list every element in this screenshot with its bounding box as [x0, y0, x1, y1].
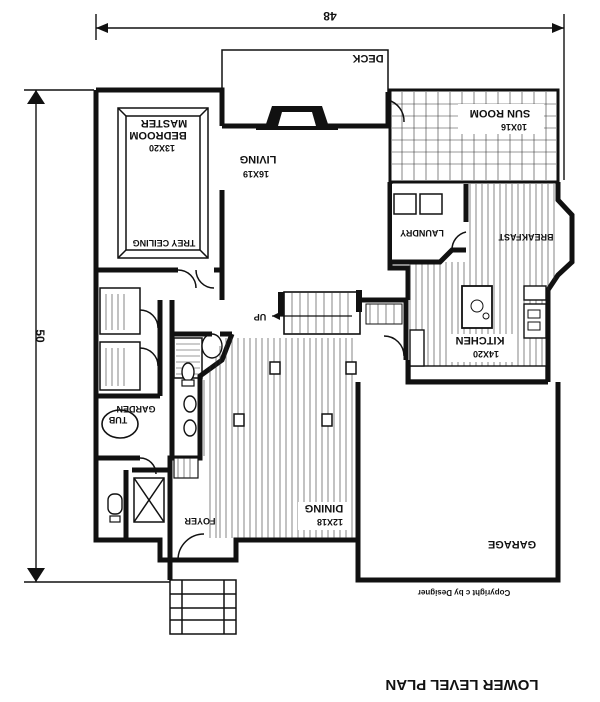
closet-door-2[interactable]: [139, 347, 159, 367]
dining-label: DINING: [305, 502, 344, 514]
bath-door[interactable]: [139, 457, 157, 475]
garage: GARAGE Copyright c by Designer: [364, 388, 552, 597]
exterior-walls: [93, 87, 575, 583]
front-steps: [169, 579, 237, 635]
kitchen-label: KITCHEN: [456, 334, 505, 346]
master-bath: GARDEN TUB: [96, 287, 223, 540]
stair: UP: [254, 290, 362, 335]
kitchen: KITCHEN 14X20: [409, 285, 547, 381]
deck-door[interactable]: [387, 99, 405, 123]
foyer-label: FOYER: [184, 516, 216, 526]
deck-label: DECK: [352, 52, 383, 64]
closet-door-1[interactable]: [139, 309, 159, 329]
master-bedroom-size: 13X20: [149, 143, 175, 153]
hall-partition: [362, 297, 409, 360]
sun-room-size: 10X16: [501, 122, 527, 132]
kitchen-hall-door[interactable]: [383, 335, 405, 357]
living-label: LIVING: [240, 153, 277, 165]
master-bedroom-label-2: BEDROOM: [129, 129, 186, 141]
copyright-text: Copyright c by Designer: [418, 588, 510, 597]
laundry-label: LAUNDRY: [400, 228, 444, 238]
sun-room-label: SUN ROOM: [470, 107, 531, 119]
depth-dimension: 50: [24, 89, 170, 583]
width-dimension: 48: [95, 9, 565, 180]
master-bedroom-label-1: MASTER: [141, 117, 188, 129]
living-size: 16X19: [243, 169, 269, 179]
garage-label: GARAGE: [488, 538, 536, 550]
stair-up-label: UP: [254, 312, 267, 322]
master-bedroom: MASTER BEDROOM 13X20 TREY CEILING: [96, 107, 225, 300]
garden-tub-label-1: GARDEN: [116, 404, 155, 414]
breakfast-label: BREAKFAST: [498, 232, 554, 242]
laundry-door[interactable]: [451, 231, 467, 251]
plan-title: LOWER LEVEL PLAN: [385, 676, 538, 693]
kitchen-size: 14X20: [473, 349, 499, 359]
foyer: FOYER: [169, 457, 237, 635]
trey-ceiling-label: TREY CEILING: [133, 238, 196, 248]
laundry-room: LAUNDRY: [392, 184, 469, 265]
dining-size: 12X18: [317, 517, 343, 527]
living-room: LIVING 16X19: [240, 99, 405, 179]
sun-room: SUN ROOM 10X16: [388, 88, 560, 184]
dining-room: DINING 12X18: [203, 331, 357, 538]
front-door[interactable]: [177, 533, 205, 561]
fireplace: [256, 106, 338, 130]
garden-tub-label-2: TUB: [108, 415, 127, 425]
width-label: 48: [323, 9, 337, 23]
master-door[interactable]: [177, 269, 215, 289]
depth-label: 50: [33, 329, 47, 343]
